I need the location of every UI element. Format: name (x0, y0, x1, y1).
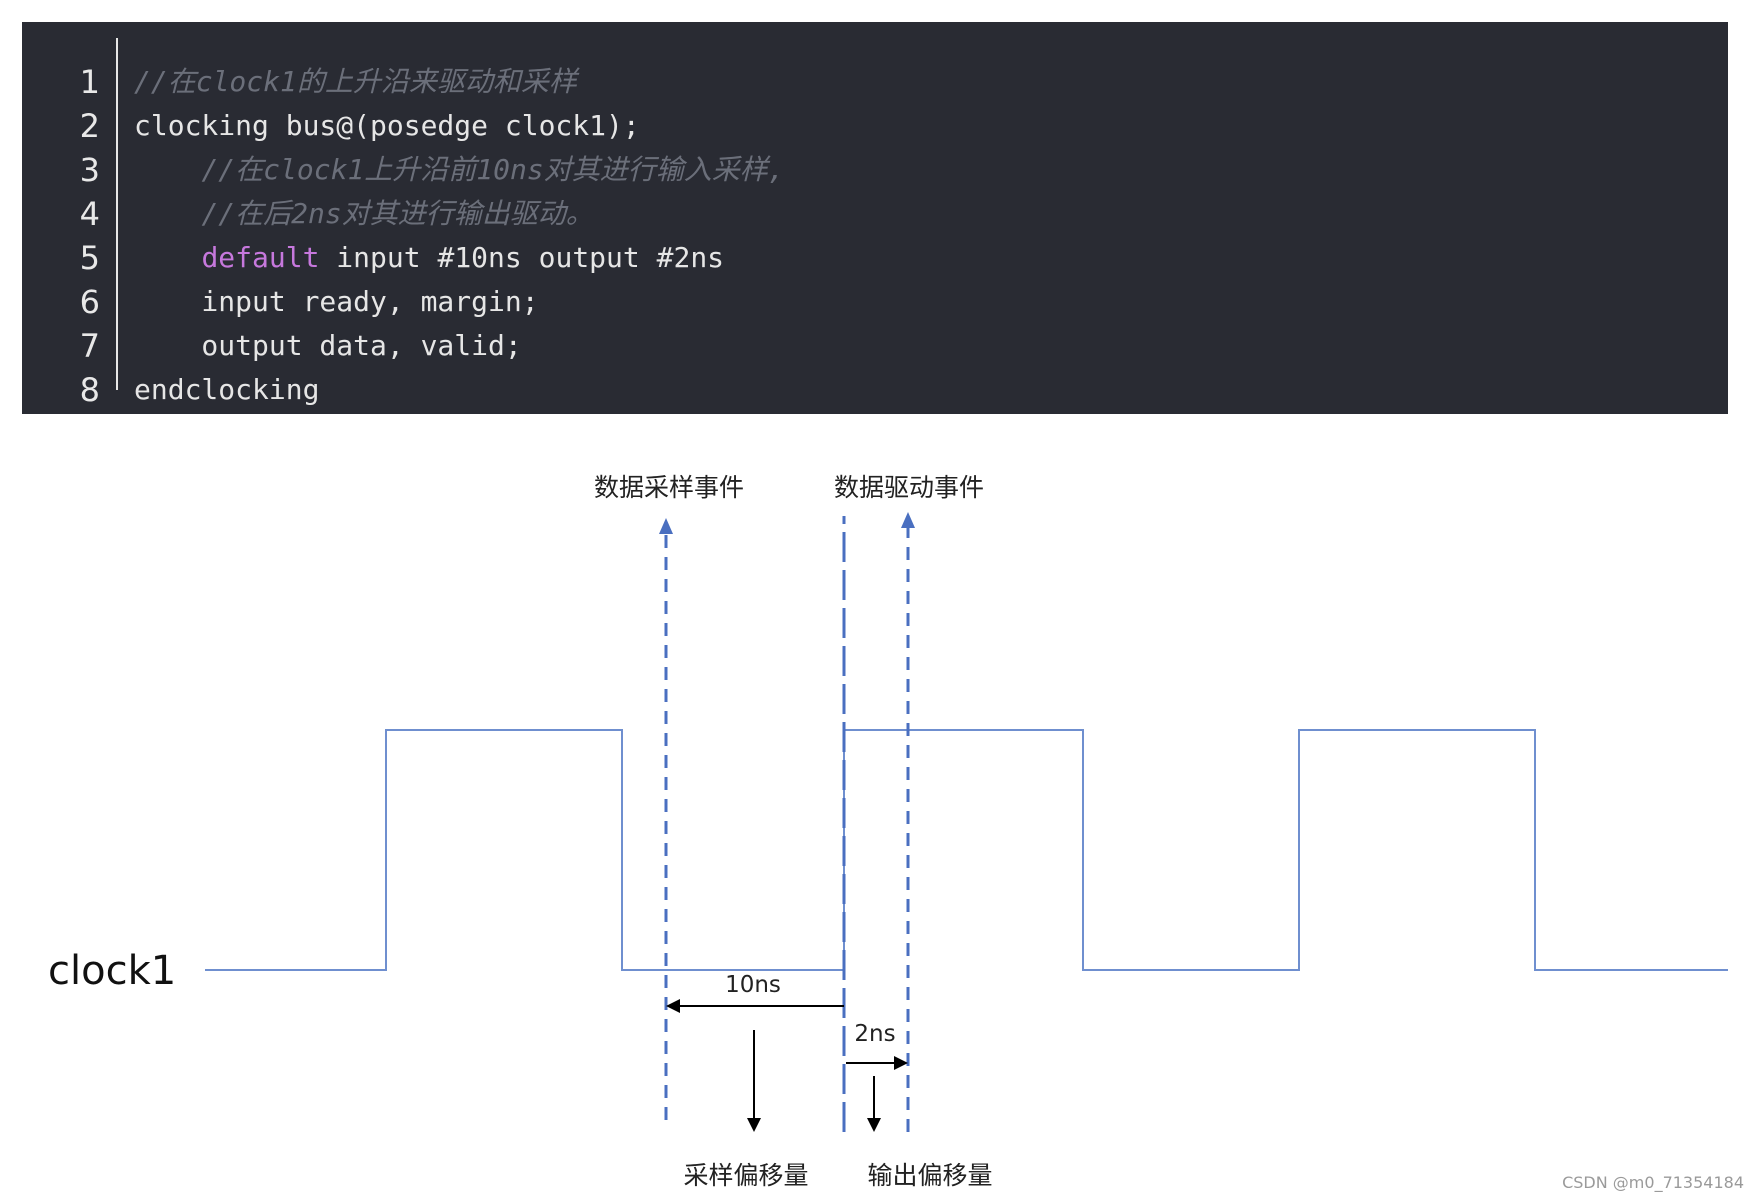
code-line: 6 input ready, margin; (22, 280, 1728, 324)
code-token-plain: clocking bus@(posedge clock1); (134, 109, 640, 142)
line-number: 8 (79, 371, 100, 409)
code-token-comment: //在后2ns对其进行输出驱动。 (201, 197, 594, 230)
line-number: 5 (79, 239, 100, 277)
gutter-divider (116, 38, 118, 390)
code-line: 3 //在clock1上升沿前10ns对其进行输入采样, (22, 148, 1728, 192)
line-number: 6 (79, 283, 100, 321)
code-line: 4 //在后2ns对其进行输出驱动。 (22, 192, 1728, 236)
code-line: 2 clocking bus@(posedge clock1); (22, 104, 1728, 148)
line-number: 4 (79, 195, 100, 233)
sample-event-arrowhead (659, 518, 673, 534)
sample-event-label: 数据采样事件 (594, 473, 744, 502)
line-code: endclocking (134, 368, 319, 412)
code-token-plain: input ready, margin; (134, 285, 539, 318)
clock1-waveform (205, 729, 1728, 971)
input-skew-label: 10ns (725, 972, 781, 998)
code-token-keyword: default (201, 241, 320, 274)
drive-event-label: 数据驱动事件 (834, 473, 984, 502)
drive-event-arrowhead (901, 512, 915, 528)
line-code: default input #10ns output #2ns (134, 236, 724, 280)
output-offset-arrowhead (867, 1118, 881, 1132)
output-skew-arrowhead (894, 1056, 908, 1070)
code-block: 1 //在clock1的上升沿来驱动和采样 2 clocking bus@(posed… (22, 22, 1728, 414)
signal-label: clock1 (48, 948, 176, 994)
line-number: 1 (79, 63, 100, 101)
line-code: clocking bus@(posedge clock1); (134, 104, 640, 148)
watermark: CSDN @m0_71354184 (1562, 1173, 1744, 1193)
code-token-plain: input #10ns output #2ns (319, 241, 725, 274)
output-offset-label: 输出偏移量 (867, 1161, 992, 1190)
sample-offset-label: 采样偏移量 (683, 1161, 808, 1190)
line-code: //在clock1上升沿前10ns对其进行输入采样, (134, 148, 785, 192)
line-code: input ready, margin; (134, 280, 539, 324)
code-token-comment: //在clock1的上升沿来驱动和采样 (134, 65, 577, 98)
code-token-plain: endclocking (134, 373, 320, 406)
code-token-comment: //在clock1上升沿前10ns对其进行输入采样, (201, 153, 785, 186)
code-line: 1 //在clock1的上升沿来驱动和采样 (22, 60, 1728, 104)
line-number: 2 (79, 107, 100, 145)
line-code: output data, valid; (134, 324, 522, 368)
code-line: 7 output data, valid; (22, 324, 1728, 368)
line-code: //在clock1的上升沿来驱动和采样 (134, 60, 577, 104)
line-number: 7 (79, 327, 100, 365)
line-code: //在后2ns对其进行输出驱动。 (134, 192, 594, 236)
code-line: 5 default input #10ns output #2ns (22, 236, 1728, 280)
sample-offset-arrowhead (747, 1118, 761, 1132)
input-skew-arrowhead (666, 999, 680, 1013)
code-token-plain: output data, valid; (134, 329, 522, 362)
line-number: 3 (79, 151, 100, 189)
output-skew-label: 2ns (854, 1021, 895, 1047)
code-line: 8 endclocking (22, 368, 1728, 412)
